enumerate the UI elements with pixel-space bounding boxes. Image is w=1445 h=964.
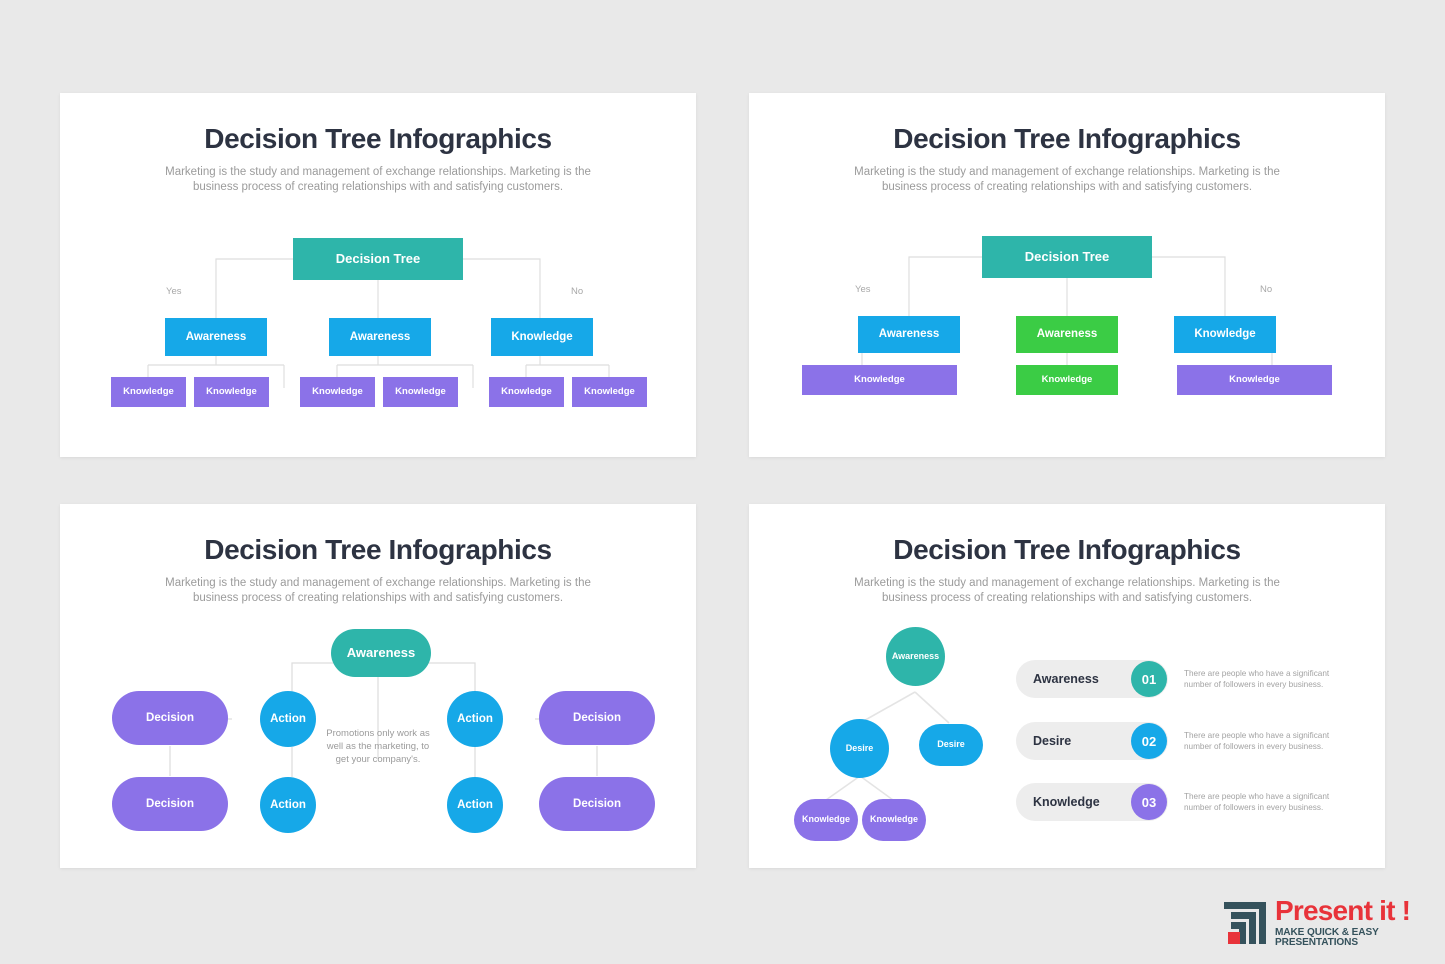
page-title: Decision Tree Infographics <box>893 123 1241 154</box>
node-level3-2[interactable]: Knowledge <box>194 377 269 407</box>
connector-lines-4 <box>825 691 950 801</box>
page-title: Decision Tree Infographics <box>204 123 552 154</box>
branch-label-no: No <box>571 286 584 297</box>
legend-description-3: There are people who have a significant … <box>1184 791 1330 812</box>
node-action-right-top[interactable]: Action <box>447 691 503 747</box>
present-it-mark-icon <box>1224 901 1266 944</box>
decision-tree-diagram-1: Decision Tree Yes No Awareness Awareness… <box>60 93 696 457</box>
node-action-right-bottom[interactable]: Action <box>447 777 503 833</box>
node-action-left-top[interactable]: Action <box>260 691 316 747</box>
page-subtitle: Marketing is the study and management of… <box>854 577 1280 604</box>
brand-logo-text: Present it ! MAKE QUICK & EASY PRESENTAT… <box>1275 897 1445 948</box>
legend-pill-2[interactable]: Desire 02 <box>1016 722 1168 760</box>
legend-label-1: Awareness <box>1033 672 1099 686</box>
node-level3-3[interactable]: Knowledge <box>300 377 375 407</box>
slide-panel-4: Decision Tree Infographics Marketing is … <box>749 504 1385 868</box>
legend-label-2: Desire <box>1033 734 1072 748</box>
node-level2-3[interactable]: Knowledge <box>491 318 593 356</box>
node-level2-1[interactable]: Awareness <box>858 316 960 353</box>
legend-pill-1[interactable]: Awareness 01 <box>1016 660 1168 698</box>
node-decision-far-left-bottom[interactable]: Decision <box>112 777 228 831</box>
brand-logo: Present it ! MAKE QUICK & EASY PRESENTAT… <box>1222 897 1445 948</box>
node-root-decision-tree[interactable]: Decision Tree <box>982 236 1152 278</box>
legend-row-3: Knowledge 03 There are people who have a… <box>1016 783 1344 821</box>
node-root-awareness[interactable]: Awareness <box>886 627 945 686</box>
page-title: Decision Tree Infographics <box>893 534 1241 565</box>
legend-description-1: There are people who have a significant … <box>1184 668 1330 689</box>
legend-number-3: 03 <box>1131 784 1167 820</box>
legend-row-2: Desire 02 There are people who have a si… <box>1016 722 1344 760</box>
legend-pill-3[interactable]: Knowledge 03 <box>1016 783 1168 821</box>
slide-panel-1: Decision Tree Infographics Marketing is … <box>60 93 696 457</box>
node-level3-3[interactable]: Knowledge <box>1177 365 1332 395</box>
node-decision-far-left-top[interactable]: Decision <box>112 691 228 745</box>
node-level2-2[interactable]: Awareness <box>1016 316 1118 353</box>
page-subtitle: Marketing is the study and management of… <box>165 577 591 604</box>
legend-number-1: 01 <box>1131 661 1167 697</box>
node-desire-right[interactable]: Desire <box>919 724 983 766</box>
legend-label-3: Knowledge <box>1033 795 1100 809</box>
page-subtitle: Marketing is the study and management of… <box>165 166 591 193</box>
node-level3-1[interactable]: Knowledge <box>111 377 186 407</box>
page-subtitle: Marketing is the study and management of… <box>854 166 1280 193</box>
awareness-tree-diagram: Awareness Desire Desire Knowledge Knowle… <box>749 504 1385 868</box>
node-decision-far-right-top[interactable]: Decision <box>539 691 655 745</box>
page-title: Decision Tree Infographics <box>204 534 552 565</box>
node-action-left-bottom[interactable]: Action <box>260 777 316 833</box>
node-root-awareness[interactable]: Awareness <box>331 629 431 677</box>
node-level3-1[interactable]: Knowledge <box>802 365 957 395</box>
node-decision-far-right-bottom[interactable]: Decision <box>539 777 655 831</box>
branch-label-yes: Yes <box>855 284 871 295</box>
node-level3-5[interactable]: Knowledge <box>489 377 564 407</box>
node-knowledge-right[interactable]: Knowledge <box>862 799 926 841</box>
node-knowledge-left[interactable]: Knowledge <box>794 799 858 841</box>
node-desire-left[interactable]: Desire <box>830 719 889 778</box>
branch-label-no: No <box>1260 284 1273 295</box>
node-level2-2[interactable]: Awareness <box>329 318 431 356</box>
node-level3-2[interactable]: Knowledge <box>1016 365 1118 395</box>
legend-description-2: There are people who have a significant … <box>1184 730 1330 751</box>
node-root-decision-tree[interactable]: Decision Tree <box>293 238 463 280</box>
node-level3-6[interactable]: Knowledge <box>572 377 647 407</box>
awareness-radial-diagram: Awareness Promotions only work as well a… <box>60 504 696 868</box>
node-level2-1[interactable]: Awareness <box>165 318 267 356</box>
decision-tree-diagram-2: Decision Tree Yes No Awareness Awareness… <box>749 93 1385 457</box>
slide-panel-2: Decision Tree Infographics Marketing is … <box>749 93 1385 457</box>
node-level3-4[interactable]: Knowledge <box>383 377 458 407</box>
node-level2-3[interactable]: Knowledge <box>1174 316 1276 353</box>
legend-row-1: Awareness 01 There are people who have a… <box>1016 660 1344 698</box>
diagram-note: Promotions only work as well as the mark… <box>326 728 430 765</box>
slide-panel-3: Decision Tree Infographics Marketing is … <box>60 504 696 868</box>
brand-title: Present it ! <box>1275 895 1411 926</box>
brand-tagline: MAKE QUICK & EASY PRESENTATIONS <box>1275 927 1379 949</box>
branch-label-yes: Yes <box>166 286 182 297</box>
legend-number-2: 02 <box>1131 723 1167 759</box>
